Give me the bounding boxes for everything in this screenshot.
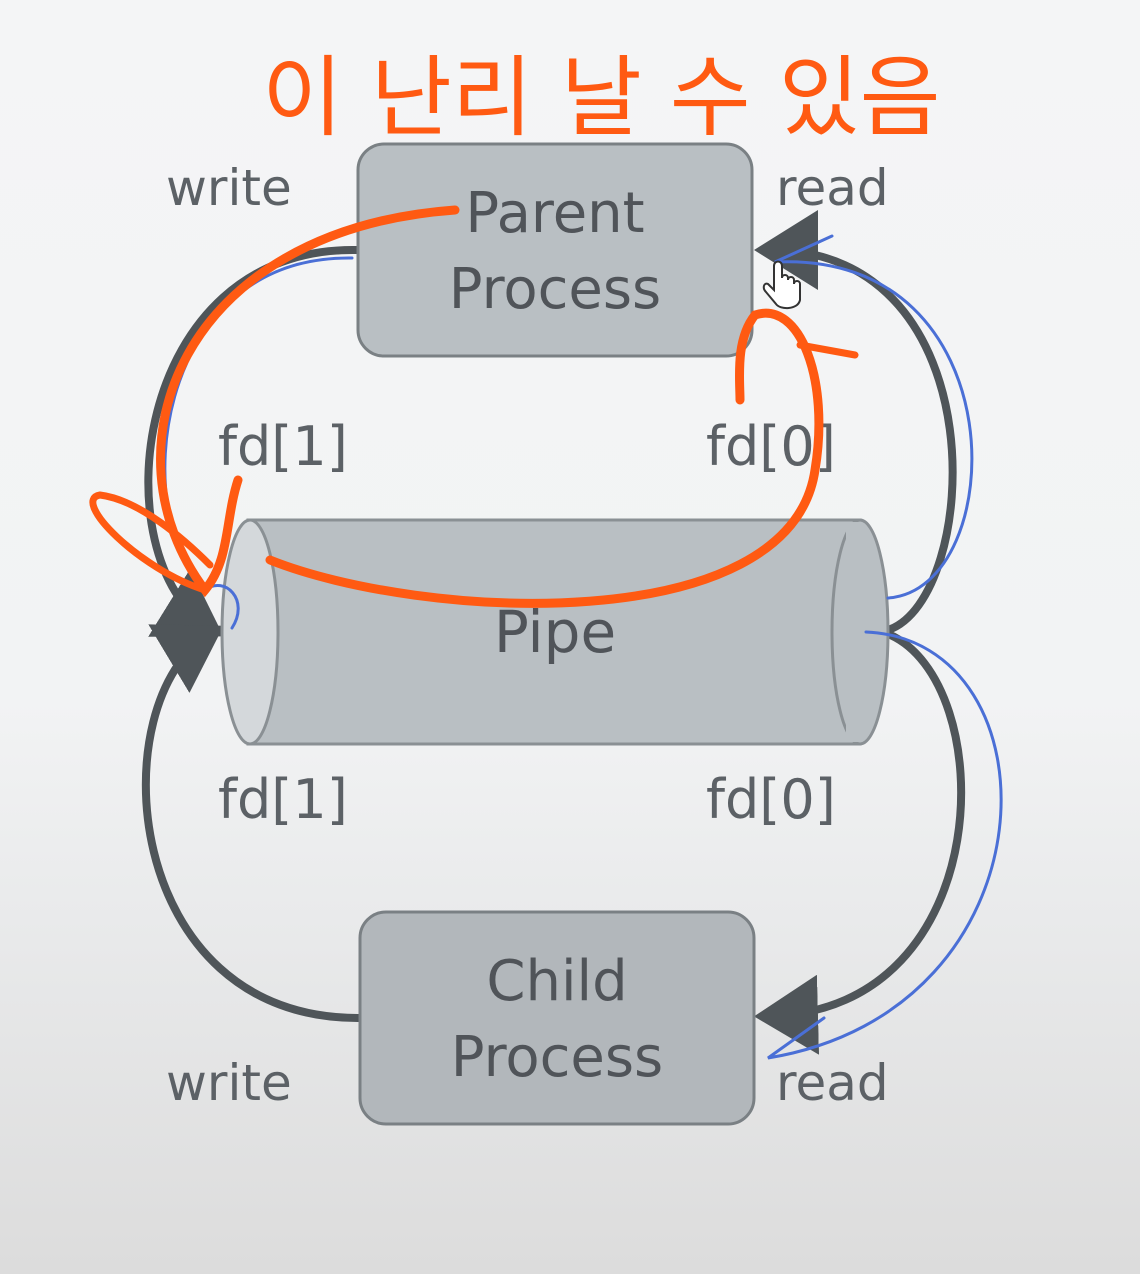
child-process-subtitle: Process: [451, 1025, 663, 1090]
orange-tick-stroke: [796, 341, 859, 359]
orange-return-stroke: [265, 308, 824, 608]
child-read-label: read: [776, 1054, 889, 1112]
orange-loop-stroke: [156, 205, 460, 598]
parent-write-label: write: [166, 159, 292, 217]
parent-process-title: Parent: [465, 181, 644, 246]
pipe-to-child-read-arrow: [754, 630, 966, 1055]
pipe-to-parent-read-arrow: [754, 210, 957, 634]
blue-pen-stroke-right-upper: [774, 234, 974, 600]
pipe-bottom-fd0-label: fd[0]: [706, 768, 836, 831]
pipe-left-opening: [220, 518, 280, 746]
pipe-bottom-fd1-label: fd[1]: [218, 768, 348, 831]
pipe-top-fd1-label: fd[1]: [218, 415, 348, 478]
handwritten-annotation: 이 난리 날 수 있음: [262, 46, 941, 149]
parent-read-label: read: [776, 159, 889, 217]
orange-arrowhead-scribble: [89, 491, 214, 594]
child-write-arrow: [141, 624, 364, 1023]
pipe-label: Pipe: [494, 598, 616, 666]
child-process-title: Child: [486, 949, 627, 1014]
parent-process-subtitle: Process: [449, 257, 661, 322]
child-process-box: Child Process: [358, 910, 756, 1126]
pipe-cylinder: Pipe: [220, 518, 890, 746]
hand-cursor-icon: [762, 260, 801, 310]
child-write-label: write: [166, 1054, 292, 1112]
parent-process-box: Parent Process: [356, 142, 754, 358]
blue-pen-stroke-right-lower: [767, 630, 1003, 1060]
